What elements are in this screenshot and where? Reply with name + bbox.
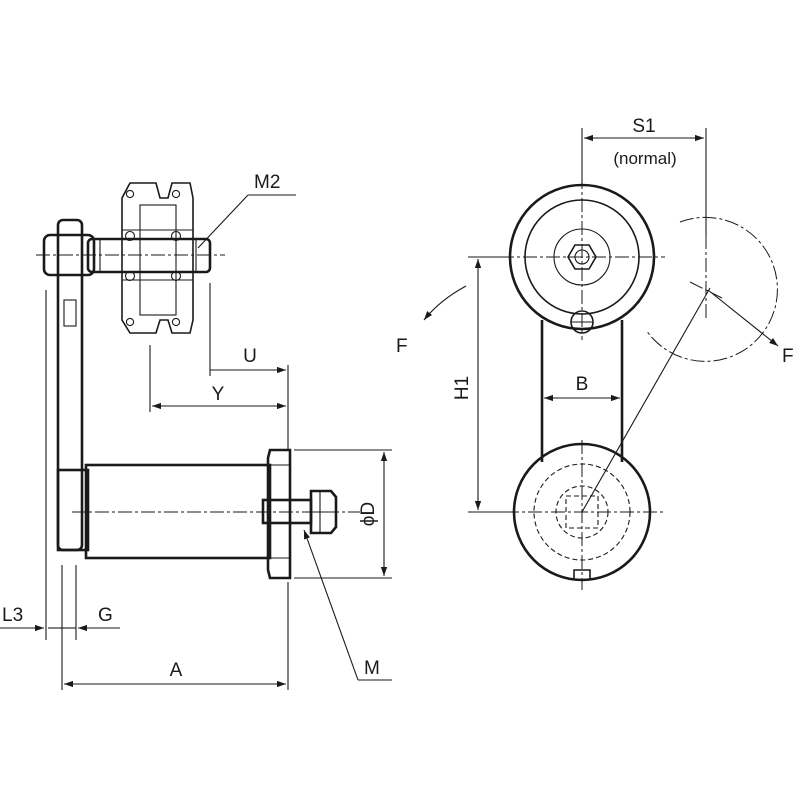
sprocket-section [121,182,194,334]
label-m2: M2 [254,172,280,193]
dim-u-label: U [243,346,257,367]
force-f-left-label: F [396,336,408,357]
dim-h1-label: H1 [452,376,473,400]
dim-s1-note: (normal) [613,149,676,168]
dim-b-label: B [576,374,589,395]
dim-l3-label: L3 [2,605,23,626]
dim-g-label: G [98,605,113,626]
dim-a-label: A [170,660,183,681]
dim-s1-label: S1 [632,116,655,137]
dim-phi-d-label: ϕD [358,502,379,526]
front-view: F F S1 (normal) H1 B [396,116,794,590]
label-m: M [364,658,380,679]
force-f-right-label: F [782,346,794,367]
dim-y-label: Y [212,384,225,405]
side-view: U Y M2 ϕD M L3 G A [0,172,392,690]
